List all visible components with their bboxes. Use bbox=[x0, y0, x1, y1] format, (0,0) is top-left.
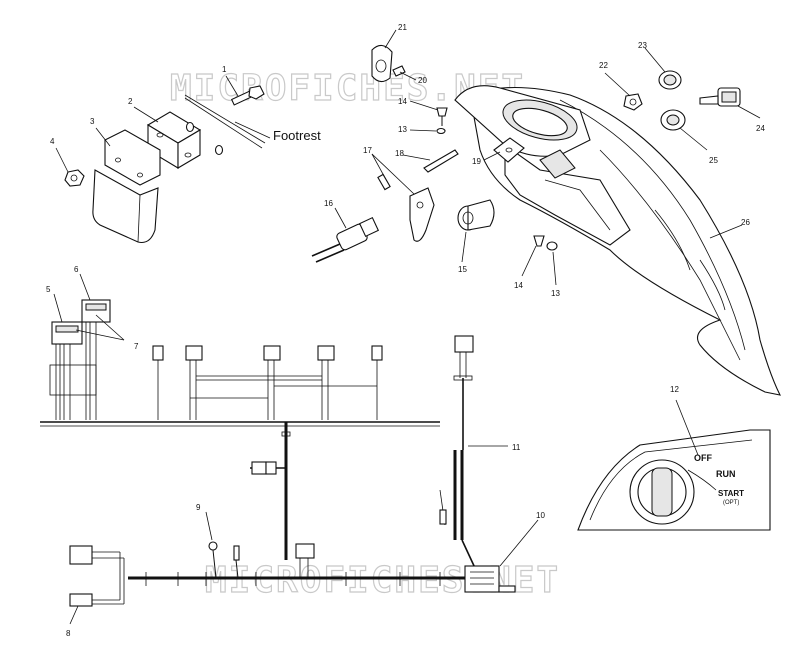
callout-11: 11 bbox=[512, 443, 521, 452]
callout-6: 6 bbox=[74, 265, 79, 274]
callout-13-top: 13 bbox=[398, 125, 407, 134]
callout-13-bottom: 13 bbox=[551, 289, 560, 298]
taillight-assembly: 1 2 3 4 Footrest bbox=[50, 65, 321, 244]
ignition-start-label: START bbox=[718, 489, 744, 498]
taillight-lens-part bbox=[92, 129, 161, 244]
callout-25: 25 bbox=[709, 156, 718, 165]
callout-14-top: 14 bbox=[398, 97, 407, 106]
callout-12: 12 bbox=[670, 385, 679, 394]
nut-part bbox=[64, 169, 85, 187]
callout-1: 1 bbox=[222, 65, 227, 74]
callout-8: 8 bbox=[66, 629, 71, 638]
callout-21: 21 bbox=[398, 23, 407, 32]
ignition-run-label: RUN bbox=[716, 469, 736, 479]
callout-14-bottom: 14 bbox=[514, 281, 523, 290]
ignition-off-label: OFF bbox=[694, 453, 712, 463]
wiring-harness: 5 6 7 9 11 10 8 bbox=[40, 265, 545, 638]
callout-20: 20 bbox=[418, 76, 427, 85]
switch-part bbox=[311, 216, 380, 263]
callout-5: 5 bbox=[46, 285, 51, 294]
callout-22: 22 bbox=[599, 61, 608, 70]
callout-4: 4 bbox=[50, 137, 55, 146]
callout-3: 3 bbox=[90, 117, 95, 126]
callout-2: 2 bbox=[128, 97, 133, 106]
callout-10: 10 bbox=[536, 511, 545, 520]
ignition-opt-label: (OPT) bbox=[723, 500, 739, 506]
callout-24: 24 bbox=[756, 124, 765, 133]
callout-9: 9 bbox=[196, 503, 201, 512]
ignition-switch-detail: 12 OFF RUN START (OPT) bbox=[577, 385, 771, 531]
callout-19: 19 bbox=[472, 157, 481, 166]
watermark-bottom: MICROFICHES.NET bbox=[205, 560, 560, 601]
rear-fender-assembly: 21 20 14 13 18 19 17 16 15 14 13 22 23 2… bbox=[311, 23, 781, 396]
callout-26: 26 bbox=[741, 218, 750, 227]
callout-15: 15 bbox=[458, 265, 467, 274]
callout-16: 16 bbox=[324, 199, 333, 208]
callout-17: 17 bbox=[363, 146, 372, 155]
bolt-part bbox=[230, 85, 265, 106]
callout-7: 7 bbox=[134, 342, 139, 351]
footrest-label: Footrest bbox=[273, 128, 321, 143]
callout-23: 23 bbox=[638, 41, 647, 50]
callout-18: 18 bbox=[395, 149, 404, 158]
bracket-part bbox=[146, 111, 202, 169]
